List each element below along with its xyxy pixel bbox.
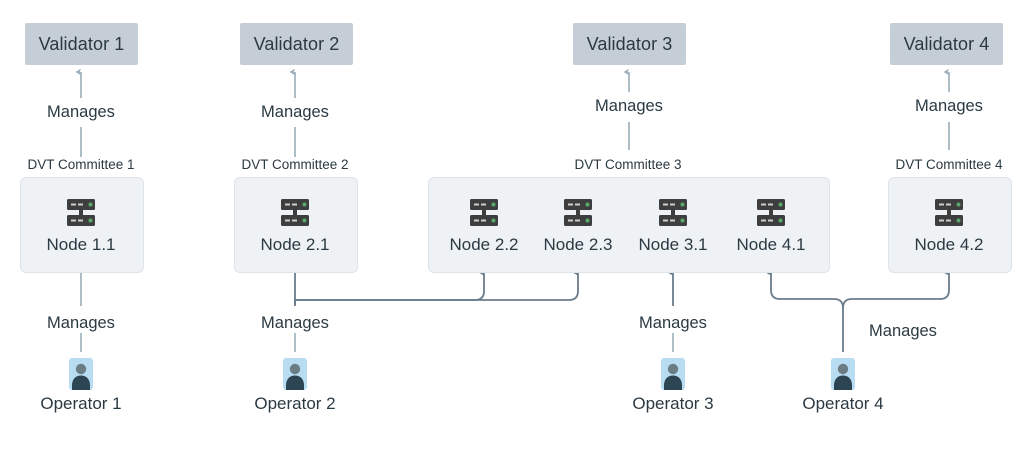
validator-box-4[interactable]: Validator 4: [890, 23, 1003, 65]
operator-icon: [69, 358, 93, 390]
edge-label-manages-operator4: Manages: [869, 322, 937, 340]
operator-label: Operator 1: [40, 394, 122, 413]
edge-operator4-node42: [842, 268, 950, 309]
operator-icon: [831, 358, 855, 390]
node-label: Node 1.1: [46, 235, 116, 254]
operator-cell-4[interactable]: Operator 4: [793, 358, 893, 414]
validator-label-1: Validator 1: [38, 33, 125, 54]
operator-icon: [661, 358, 685, 390]
edge-label-manages-committee2: Manages: [261, 103, 329, 121]
operator-cell-3[interactable]: Operator 3: [623, 358, 723, 414]
server-icon: [757, 199, 785, 226]
node-label: Node 2.2: [449, 235, 519, 254]
server-icon: [470, 199, 498, 226]
operator-label: Operator 2: [254, 394, 336, 413]
committee-label-1: DVT Committee 1: [27, 157, 135, 172]
server-icon: [564, 199, 592, 226]
server-icon: [935, 199, 963, 226]
committee-label-3: DVT Committee 3: [574, 157, 682, 172]
node-cell-2-1[interactable]: Node 2.1: [234, 192, 356, 255]
node-label: Node 3.1: [638, 235, 708, 254]
node-cell-4-2[interactable]: Node 4.2: [888, 192, 1010, 255]
node-cell-3-1[interactable]: Node 3.1: [625, 192, 721, 255]
node-cell-4-1[interactable]: Node 4.1: [723, 192, 819, 255]
edge-label-manages-operator1: Manages: [47, 314, 115, 332]
edge-label-manages-committee4: Manages: [915, 97, 983, 115]
validator-label-4: Validator 4: [903, 33, 990, 54]
committee-label-2: DVT Committee 2: [241, 157, 349, 172]
operator-label: Operator 4: [802, 394, 884, 413]
node-cell-2-3[interactable]: Node 2.3: [530, 192, 626, 255]
server-icon: [281, 199, 309, 226]
node-label: Node 4.2: [914, 235, 984, 254]
edge-label-manages-operator2: Manages: [261, 314, 329, 332]
node-label: Node 2.1: [260, 235, 330, 254]
validator-box-3[interactable]: Validator 3: [573, 23, 686, 65]
committee-label-4: DVT Committee 4: [895, 157, 1003, 172]
validator-label-2: Validator 2: [253, 33, 340, 54]
validator-label-3: Validator 3: [586, 33, 673, 54]
operator-icon: [283, 358, 307, 390]
operator-cell-1[interactable]: Operator 1: [31, 358, 131, 414]
node-cell-2-2[interactable]: Node 2.2: [436, 192, 532, 255]
edge-operator4-node41: [764, 268, 844, 352]
edge-label-manages-committee1: Manages: [47, 103, 115, 121]
validator-box-1[interactable]: Validator 1: [25, 23, 138, 65]
node-cell-1-1[interactable]: Node 1.1: [20, 192, 142, 255]
validator-box-2[interactable]: Validator 2: [240, 23, 353, 65]
server-icon: [67, 199, 95, 226]
operator-label: Operator 3: [632, 394, 714, 413]
edge-label-manages-operator3: Manages: [639, 314, 707, 332]
node-label: Node 2.3: [543, 235, 613, 254]
edge-operator2-node23: [295, 268, 579, 301]
server-icon: [659, 199, 687, 226]
operator-cell-2[interactable]: Operator 2: [245, 358, 345, 414]
node-label: Node 4.1: [736, 235, 806, 254]
edge-label-manages-committee3: Manages: [595, 97, 663, 115]
